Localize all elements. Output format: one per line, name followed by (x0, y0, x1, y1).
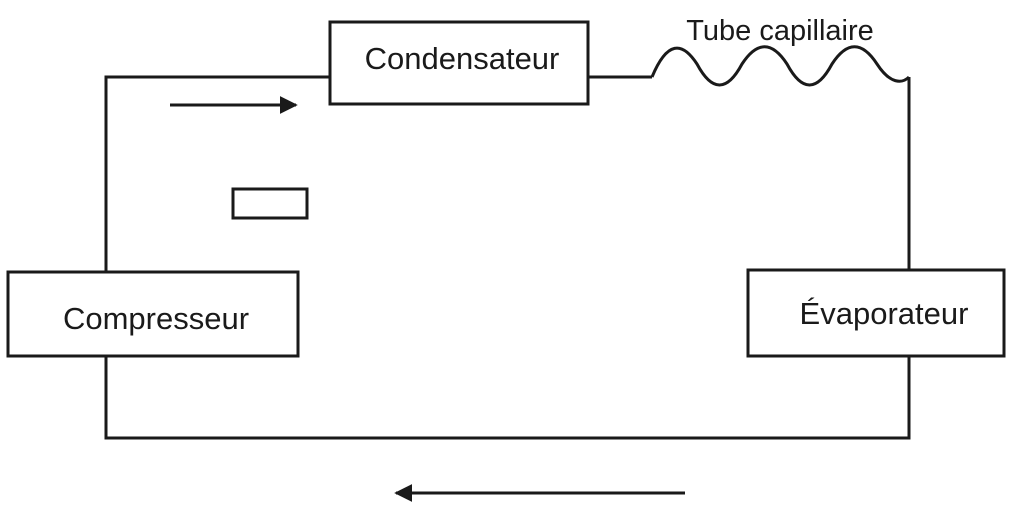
condenser-box (328, 20, 590, 106)
compressor-label: Compresseur (63, 301, 249, 336)
condenser-label: Condensateur (365, 41, 560, 76)
capillary-tube-coil (650, 45, 911, 87)
capillary-tube-label: Tube capillaire (686, 15, 874, 47)
evaporator-box (746, 268, 1006, 358)
pipe-compressor-to-condenser (104, 75, 330, 272)
evaporator-label: Évaporateur (800, 296, 969, 331)
small-component-box (231, 187, 309, 220)
compressor-box (6, 270, 300, 358)
pipe-evaporator-return (104, 357, 911, 440)
